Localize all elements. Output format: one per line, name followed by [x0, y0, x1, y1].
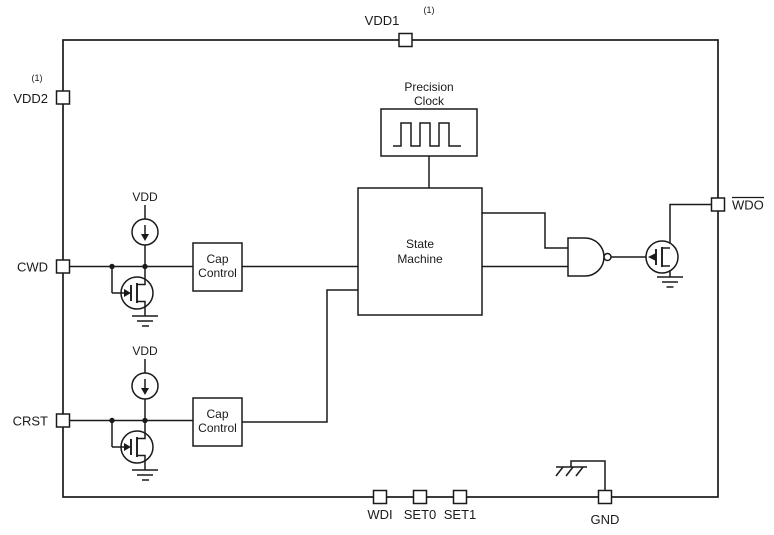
nand-gate-icon: [567, 237, 612, 277]
pin-gnd: [597, 489, 613, 505]
chassis-ground-icon: [555, 466, 587, 477]
pin-cwd: [55, 259, 71, 274]
ground-icon: [132, 469, 158, 481]
nmos-transistor-icon: [112, 266, 154, 316]
state-machine-label-line2: Machine: [397, 252, 443, 266]
crst-input-circuit: VDD: [112, 344, 159, 481]
cap-control-label-line2: Control: [198, 421, 237, 435]
current-source-icon: [131, 372, 159, 400]
pin-label-vdd2: VDD2: [13, 91, 48, 106]
junction-dot: [109, 263, 115, 270]
pin-wdo: [710, 197, 726, 212]
cap-control-label-line2: Control: [198, 266, 237, 280]
block-state-machine: State Machine: [357, 187, 483, 316]
pins: [55, 32, 726, 505]
inverter-bubble-icon: [603, 252, 612, 262]
pin-set0: [412, 489, 428, 505]
precision-clock-label-line1: Precision: [404, 80, 453, 94]
cap-control-label-line1: Cap: [206, 252, 228, 266]
nmos-transistor-icon: [112, 420, 154, 470]
pin-labels: VDD1 (1) VDD2 (1) CWD CRST WDO WDI SET0 …: [13, 5, 764, 527]
pin-label-vdd1: VDD1: [365, 13, 400, 28]
precision-clock-label-line2: Clock: [414, 94, 445, 108]
pin-vdd2: [55, 90, 71, 105]
pin-vdd1: [398, 32, 413, 48]
block-cap-control-bottom: Cap Control: [192, 397, 243, 447]
wire-capcontrol-bottom-to-sm: [242, 289, 358, 423]
pin-note-vdd1: (1): [424, 5, 435, 15]
cap-control-label-line1: Cap: [206, 407, 228, 421]
clock-waveform-icon: [393, 122, 461, 147]
pin-label-wdo: WDO: [732, 198, 764, 213]
pin-label-crst: CRST: [13, 414, 48, 429]
wire-gnd-pin: [570, 460, 606, 491]
pin-label-gnd: GND: [591, 512, 620, 527]
ground-icon: [657, 276, 683, 288]
state-machine-label-line1: State: [406, 237, 434, 251]
pin-label-cwd: CWD: [17, 260, 48, 275]
block-precision-clock: Precision Clock: [380, 80, 478, 157]
wire-fet-to-wdo: [662, 203, 712, 249]
vdd-label: VDD: [132, 344, 158, 358]
pin-label-set0: SET0: [404, 507, 437, 522]
pin-note-vdd2: (1): [32, 73, 43, 83]
ground-icon: [132, 315, 158, 327]
cwd-input-circuit: VDD: [112, 190, 159, 327]
block-cap-control-top: Cap Control: [192, 242, 243, 292]
pin-label-set1: SET1: [444, 507, 477, 522]
junction-dot: [109, 417, 115, 424]
wire-sm-to-nand-a: [482, 212, 568, 249]
pmos-transistor-icon: [645, 240, 679, 274]
pin-crst: [55, 413, 71, 428]
pin-label-wdi: WDI: [367, 507, 392, 522]
pin-wdi: [372, 489, 388, 505]
pin-set1: [452, 489, 468, 505]
current-source-icon: [131, 218, 159, 246]
vdd-label: VDD: [132, 190, 158, 204]
